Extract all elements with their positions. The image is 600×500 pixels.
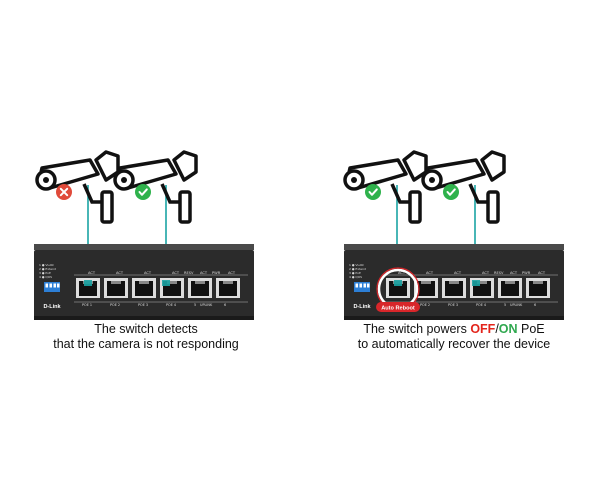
ethernet-port-icon (414, 278, 438, 298)
ethernet-port-icon (76, 278, 100, 298)
port-label: POE 4 (166, 303, 176, 307)
caption-slash: / (495, 322, 499, 336)
act-label: ACT (228, 271, 236, 275)
poe-switch: 1 ● VLAN 2 ● Extend 3 ● PoE 4 ● QOS D-Li… (344, 244, 564, 320)
resv-label: RESV (184, 271, 194, 275)
left-panel: 1 ● VLAN 2 ● Extend 3 ● PoE 4 ● QOS D-Li… (0, 150, 296, 352)
port-group (76, 278, 240, 298)
poe-switch: 1 ● VLAN 2 ● Extend 3 ● PoE 4 ● QOS D-Li… (34, 244, 254, 320)
act-label: ACT (510, 271, 518, 275)
act-label: ACT (538, 271, 546, 275)
ethernet-port-icon (386, 278, 410, 298)
caption-off: OFF (470, 322, 496, 336)
dip-legend-1: 1 ● VLAN (39, 263, 54, 267)
left-caption: The switch detects that the camera is no… (0, 322, 296, 352)
right-caption: The switch powers OFF/ON PoE to automati… (304, 322, 600, 352)
dip-legend-3: 3 ● PoE (39, 271, 51, 275)
act-label: ACT (116, 271, 124, 275)
caption-line: to automatically recover the device (357, 337, 551, 351)
auto-reboot-label: Auto Reboot (381, 306, 415, 312)
check-icon (135, 184, 151, 200)
brand-logo: D-Link (353, 304, 371, 310)
ethernet-port-icon (104, 278, 128, 298)
pwr-label: PWR (522, 271, 531, 275)
check-icon (443, 184, 459, 200)
dip-switch-icon (44, 282, 60, 292)
ethernet-port-icon (526, 278, 550, 298)
ethernet-port-icon (216, 278, 240, 298)
ethernet-port-icon (188, 278, 212, 298)
camera-icon (343, 150, 428, 224)
resv-label: RESV (494, 271, 504, 275)
act-label: ACT (172, 271, 180, 275)
dip-switch-icon (354, 282, 370, 292)
act-label: ACT (200, 271, 208, 275)
port-label: POE 2 (420, 303, 430, 307)
dip-legend-4: 4 ● QOS (349, 275, 362, 279)
camera-icon (421, 150, 506, 224)
auto-reboot-highlight: Auto Reboot (376, 267, 420, 312)
left-illustration: 1 ● VLAN 2 ● Extend 3 ● PoE 4 ● QOS D-Li… (34, 150, 254, 320)
ethernet-port-icon (132, 278, 156, 298)
port-label: UPLINK (200, 303, 213, 307)
brand-logo: D-Link (43, 304, 61, 310)
auto-reboot-badge (376, 302, 420, 312)
act-label: ACT (398, 271, 406, 275)
dip-legend-4: 4 ● QOS (39, 275, 52, 279)
port-label: UPLINK (510, 303, 523, 307)
caption-on: ON (498, 322, 518, 336)
cross-icon (56, 184, 72, 200)
caption-line: The switch detects (94, 322, 198, 336)
port-label: 5 (504, 303, 506, 307)
caption-line: that the camera is not responding (53, 337, 239, 351)
pwr-label: PWR (212, 271, 221, 275)
dip-legend-2: 2 ● Extend (349, 267, 366, 271)
check-icon (365, 184, 381, 200)
act-label: ACT (426, 271, 434, 275)
right-illustration: 1 ● VLAN 2 ● Extend 3 ● PoE 4 ● QOS D-Li… (343, 150, 564, 320)
camera-icon (113, 150, 198, 224)
ethernet-port-icon (498, 278, 522, 298)
port-label: POE 3 (138, 303, 148, 307)
camera-icon (35, 150, 120, 224)
port-label: 6 (224, 303, 226, 307)
caption-suffix: PoE (517, 322, 545, 336)
act-label: ACT (88, 271, 96, 275)
port-label: POE 1 (82, 303, 92, 307)
act-label: ACT (144, 271, 152, 275)
caption-line: The switch powers OFF/ON PoE (304, 322, 600, 337)
port-label: 6 (534, 303, 536, 307)
dip-legend-3: 3 ● PoE (349, 271, 361, 275)
port-label: 5 (194, 303, 196, 307)
port-label: POE 4 (476, 303, 486, 307)
port-label: POE 3 (448, 303, 458, 307)
caption-prefix: The switch powers (363, 322, 471, 336)
port-label: POE 2 (110, 303, 120, 307)
right-panel: 1 ● VLAN 2 ● Extend 3 ● PoE 4 ● QOS D-Li… (300, 0, 600, 500)
act-label: ACT (454, 271, 462, 275)
ethernet-port-icon (442, 278, 466, 298)
dip-legend-1: 1 ● VLAN (349, 263, 364, 267)
act-label: ACT (482, 271, 490, 275)
dip-legend-2: 2 ● Extend (39, 267, 56, 271)
